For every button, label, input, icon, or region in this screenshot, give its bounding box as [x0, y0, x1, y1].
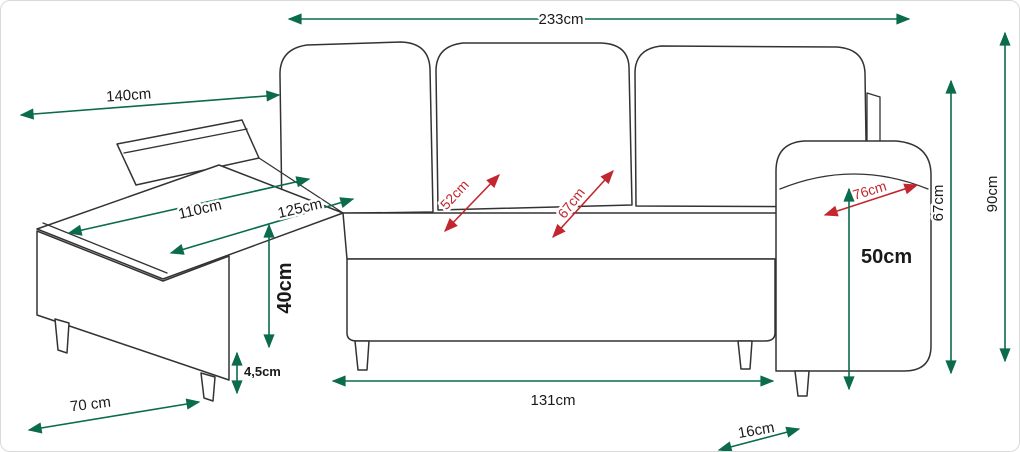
dim-label-70cm: 70 cm [69, 394, 112, 416]
dimension-armrest-height: 50cm [843, 187, 915, 391]
dimension-total-width: 233cm [287, 9, 911, 31]
dimension-front-width: 131cm [331, 375, 775, 412]
dimension-leg-height: 4,5cm [231, 351, 283, 395]
back-frame-corner [866, 92, 881, 144]
dim-label-40cm: 40cm [274, 262, 296, 313]
dimension-chaise-width: 70 cm [27, 391, 201, 434]
seat-front-band [342, 212, 780, 260]
dim-arrow-16cm [717, 426, 801, 451]
dim-label-140cm: 140cm [106, 85, 152, 105]
chaise-seat-piping [42, 222, 168, 274]
dimension-total-height: 90cm [982, 31, 1011, 363]
dimension-seat-height: 40cm [263, 223, 299, 349]
sofa-leg [54, 318, 70, 354]
dim-label-233cm: 233cm [538, 11, 583, 28]
dim-label-4-5cm: 4,5cm [244, 364, 281, 379]
dim-arrow-67cm-seat [552, 169, 614, 239]
dim-label-50cm: 50cm [861, 246, 912, 268]
dim-label-16cm: 16cm [737, 419, 776, 442]
dim-arrow-52cm [444, 173, 500, 233]
back-cushion-middle [435, 42, 633, 211]
dimension-chaise-length: 140cm [19, 83, 281, 120]
sofa-leg [354, 340, 370, 371]
dimension-backrest-height: 67cm [928, 79, 957, 375]
main-skirt [346, 258, 776, 342]
back-cushion-left [279, 41, 434, 215]
sofa-leg [794, 370, 810, 397]
dimension-armrest-width: 16cm [717, 417, 801, 451]
dim-arrow-70cm [27, 398, 201, 434]
dim-arrow-140cm [19, 90, 281, 120]
sofa-leg [200, 372, 216, 402]
dim-label-90cm: 90cm [984, 176, 1001, 213]
dim-arrow-125cm [169, 197, 355, 255]
chaise-skirt [36, 230, 230, 381]
sofa-leg [737, 340, 753, 370]
dim-arrow-76cm [823, 183, 919, 217]
right-armrest-top-curve [779, 173, 929, 190]
sofa-drawing [36, 41, 932, 402]
chaise-armrest-edge [123, 128, 248, 154]
dim-label-67cm-back: 67cm [930, 185, 947, 222]
dim-label-131cm: 131cm [530, 392, 575, 409]
